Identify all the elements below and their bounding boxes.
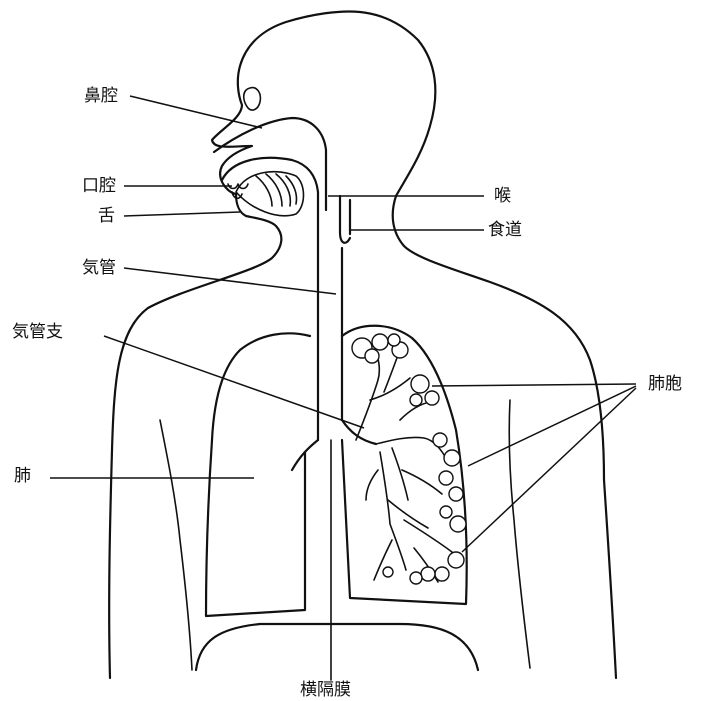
left-bronchus	[292, 440, 318, 470]
label-larynx: 喉	[494, 186, 511, 206]
left-lung-outline	[206, 333, 310, 616]
diaphragm-arch	[196, 624, 478, 670]
label-esophagus: 食道	[488, 220, 522, 240]
label-oral-cavity: 口腔	[82, 176, 116, 196]
label-nasal-cavity: 鼻腔	[84, 86, 118, 106]
torso-left-side	[160, 420, 192, 670]
trachea-tube	[318, 248, 342, 440]
label-lung: 肺	[14, 466, 31, 486]
label-trachea: 気管	[82, 258, 116, 278]
bronchial-tree	[356, 344, 452, 582]
alveoli-clusters	[352, 334, 466, 584]
label-tongue: 舌	[98, 206, 115, 226]
esophagus-tube	[340, 196, 350, 243]
label-alveoli: 肺胞	[648, 374, 682, 394]
label-bronchus: 気管支	[12, 322, 63, 342]
torso-right-side	[509, 400, 530, 668]
tongue-ridges	[256, 174, 297, 206]
label-diaphragm: 横隔膜	[300, 680, 351, 700]
oral-cavity-outline	[222, 158, 318, 300]
ear-outline	[244, 88, 261, 110]
